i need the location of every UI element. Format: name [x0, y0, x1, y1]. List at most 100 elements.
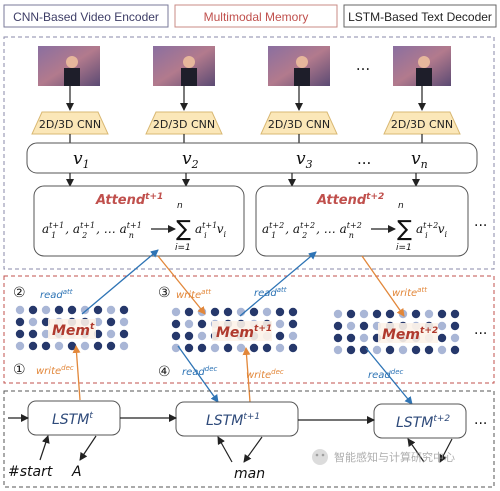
- lstm-2-label: LSTMt+1: [206, 412, 260, 429]
- memory-cell: [275, 319, 285, 329]
- memory-cell: [411, 345, 421, 355]
- write-att-arrow-1: [157, 255, 206, 315]
- memory-cell: [210, 307, 220, 317]
- encoder-legend-label: CNN-Based Video Encoder: [13, 10, 159, 24]
- write-att-label-1: writeatt: [176, 288, 211, 301]
- memory-cell: [398, 345, 408, 355]
- memory-cell: [262, 307, 272, 317]
- sum-1-upper: n: [177, 201, 183, 211]
- a-input-arrow: [217, 436, 233, 463]
- memory-cell: [437, 309, 447, 319]
- cnn-block-3-label: 2D/3D CNN: [268, 118, 330, 131]
- write-att-label-2: writeatt: [392, 286, 427, 299]
- memory-cell: [450, 333, 460, 343]
- memory-cell: [288, 343, 298, 353]
- read-att-arrow-2: [239, 251, 317, 317]
- memory-cell: [346, 309, 356, 319]
- memory-cell: [359, 333, 369, 343]
- memory-cell: [385, 345, 395, 355]
- memory-cell: [119, 317, 129, 327]
- feature-v2: v2: [182, 149, 199, 171]
- video-frame-n: [393, 46, 451, 86]
- decoder-legend-label: LSTM-Based Text Decoder: [348, 10, 492, 24]
- memory-cell: [171, 319, 181, 329]
- attention-trailing-ellipsis: ...: [474, 214, 487, 230]
- memory-cell: [333, 333, 343, 343]
- sum-2-upper: n: [398, 201, 404, 211]
- memory-cell: [80, 305, 90, 315]
- memory-cell: [28, 317, 38, 327]
- cnn-block-n: [383, 111, 461, 135]
- sum-1-lower: i=1: [175, 243, 191, 253]
- memory-cell: [15, 341, 25, 351]
- lstm-cell-2: LSTMt+1: [175, 401, 299, 437]
- memory-cell: [210, 343, 220, 353]
- read-dec-arrow-2: [365, 347, 413, 405]
- feature-vector-box: [26, 142, 478, 174]
- memory-cell: [333, 345, 343, 355]
- encoder-legend-box: [3, 4, 169, 28]
- read-att-arrow-1: [81, 249, 159, 315]
- memory-cell: [15, 305, 25, 315]
- write-dec-arrow-2: [242, 347, 251, 403]
- memory-trailing-ellipsis: ...: [474, 322, 487, 338]
- memory-cell: [346, 345, 356, 355]
- memory-cell: [197, 343, 207, 353]
- decoder-output-word-1: A: [71, 464, 82, 480]
- sum-2-sigma: ∑: [397, 217, 412, 242]
- read-dec-label-1: readdec: [182, 365, 218, 378]
- step-2-marker: ②: [13, 285, 26, 301]
- memory-cell: [249, 307, 259, 317]
- memory-cell: [197, 307, 207, 317]
- memory-cell: [67, 341, 77, 351]
- feature-vn: vn: [411, 149, 428, 171]
- video-frame-2: [153, 46, 215, 86]
- memory-cell: [333, 309, 343, 319]
- memory-cell: [171, 307, 181, 317]
- write-att-arrow-2: [361, 255, 405, 317]
- cnn-block-2: [145, 111, 223, 135]
- memory-cell: [236, 343, 246, 353]
- memory-cell: [288, 331, 298, 341]
- output-a-arrow: [79, 435, 97, 461]
- video-frame-3: [268, 46, 330, 86]
- memory-cell: [249, 343, 259, 353]
- memory-cell: [171, 331, 181, 341]
- memory-cell: [424, 345, 434, 355]
- memory-cell: [15, 317, 25, 327]
- memory-cell: [106, 305, 116, 315]
- lstm-1-label: LSTMt: [52, 411, 93, 428]
- lstm-cell-3: LSTMt+2: [373, 403, 467, 439]
- memory-cell: [346, 333, 356, 343]
- sum-1-sigma: ∑: [176, 217, 191, 242]
- read-dec-arrow-1: [177, 345, 219, 403]
- mem-label-1: Memt: [48, 319, 96, 339]
- svg-text:Memt: Memt: [52, 322, 95, 339]
- memory-cell: [15, 329, 25, 339]
- memory-cell: [437, 333, 447, 343]
- lstm-cell-1: LSTMt: [27, 400, 121, 436]
- output-man-arrow: [243, 436, 263, 463]
- read-att-label-2: readatt: [254, 286, 287, 299]
- man-input-arrow: [407, 438, 425, 463]
- memory-cell: [372, 345, 382, 355]
- memory-cell: [119, 305, 129, 315]
- start-input-arrow: [39, 435, 50, 461]
- watermark: 智能感知与计算研究中心: [312, 449, 455, 465]
- memory-cell: [119, 341, 129, 351]
- cnn-block-1: [31, 111, 109, 135]
- memory-cell: [450, 321, 460, 331]
- memory-cell: [437, 321, 447, 331]
- watermark-text: 智能感知与计算研究中心: [334, 450, 455, 464]
- memory-cell: [41, 341, 51, 351]
- memory-cell: [288, 319, 298, 329]
- cnn-block-2-label: 2D/3D CNN: [153, 118, 215, 131]
- memory-cell: [359, 309, 369, 319]
- memory-cell: [54, 341, 64, 351]
- memory-cell: [93, 305, 103, 315]
- memory-cell: [359, 321, 369, 331]
- decoder-region: [3, 390, 495, 488]
